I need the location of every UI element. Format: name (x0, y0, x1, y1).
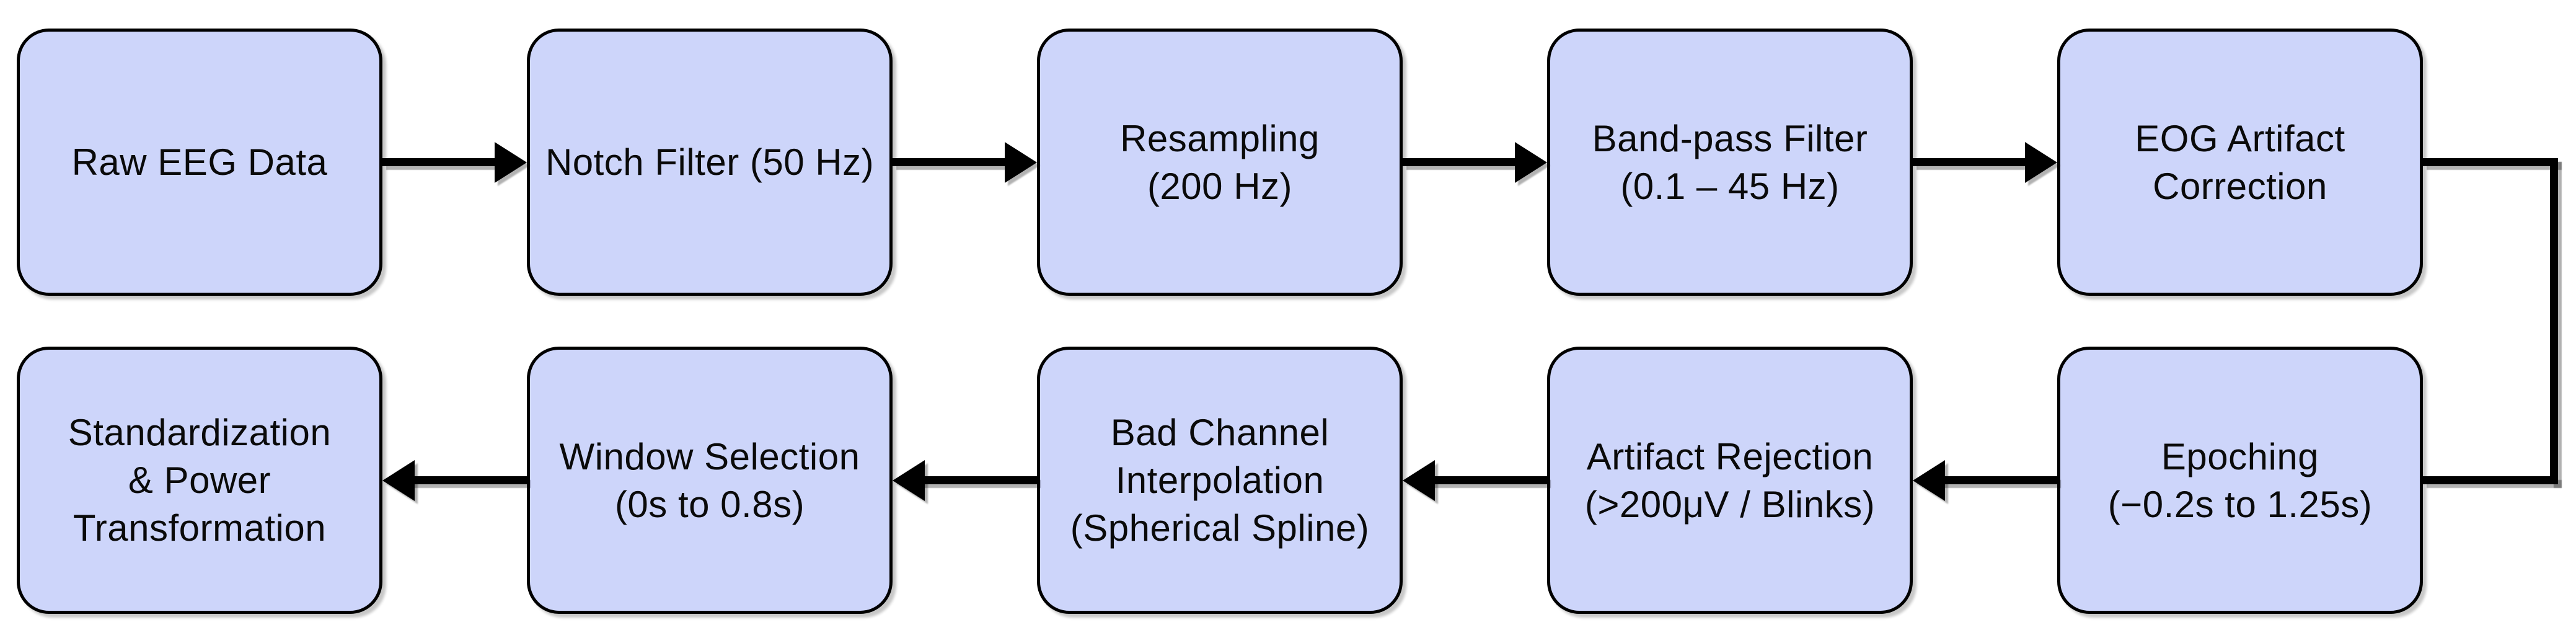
arrowhead-icon (1515, 141, 1547, 183)
arrow-shaft (1935, 476, 2057, 484)
node-label-line: Correction (2153, 165, 2327, 207)
node-label-line: Notch Filter (50 Hz) (545, 141, 875, 183)
node-label-window-selection: Window Selection (0s to 0.8s) (560, 433, 860, 528)
node-label-line: Epoching (2161, 435, 2319, 477)
arrow-epoching-to-artifact-rejection (1913, 459, 2057, 501)
arrow-raw-eeg-data-to-notch-filter (382, 141, 527, 183)
node-label-resampling: Resampling (200 Hz) (1120, 115, 1320, 210)
node-resampling: Resampling (200 Hz) (1037, 29, 1403, 296)
arrowhead-icon (893, 459, 925, 501)
arrow-band-pass-filter-to-eog-artifact-correction (1913, 141, 2057, 183)
arrow-shaft (1403, 158, 1525, 166)
arrow-resampling-to-band-pass-filter (1403, 141, 1547, 183)
node-label-line: Band-pass Filter (1592, 117, 1868, 159)
node-label-line: Resampling (1120, 117, 1320, 159)
arrow-artifact-rejection-to-bad-channel-interpolation (1403, 459, 1547, 501)
arrowhead-icon (1403, 459, 1435, 501)
arrow-shaft (1913, 158, 2035, 166)
node-label-line: Transformation (73, 507, 327, 549)
node-label-notch-filter: Notch Filter (50 Hz) (545, 138, 874, 186)
arrow-shaft (382, 158, 505, 166)
node-band-pass-filter: Band-pass Filter (0.1 – 45 Hz) (1547, 29, 1913, 296)
node-label-line: EOG Artifact (2135, 117, 2345, 159)
arrow-bad-channel-interpolation-to-window-selection (893, 459, 1037, 501)
arrow-window-selection-to-standardization-power-transformation (382, 459, 527, 501)
arrowhead-icon (1005, 141, 1037, 183)
node-label-line: (>200μV / Blinks) (1584, 483, 1876, 525)
node-label-line: Raw EEG Data (71, 141, 328, 183)
arrowhead-icon (382, 459, 415, 501)
node-label-epoching: Epoching (−0.2s to 1.25s) (2108, 433, 2373, 528)
node-label-artifact-rejection: Artifact Rejection (>200μV / Blinks) (1585, 433, 1875, 528)
arrowhead-icon (495, 141, 527, 183)
arrowhead-icon (2025, 141, 2057, 183)
connector-eog-artifact-correction-to-epoching-segment-3 (2423, 476, 2558, 484)
connector-eog-artifact-correction-to-epoching-segment-1 (2423, 158, 2558, 166)
arrow-shaft (893, 158, 1015, 166)
node-label-line: & Power (128, 459, 271, 501)
node-label-line: Window Selection (559, 435, 860, 477)
node-label-line: (0.1 – 45 Hz) (1620, 165, 1840, 207)
node-label-line: (−0.2s to 1.25s) (2107, 483, 2373, 525)
node-label-line: Standardization (68, 412, 332, 453)
connector-eog-artifact-correction-to-epoching-segment-2 (2550, 158, 2558, 484)
arrow-notch-filter-to-resampling (893, 141, 1037, 183)
arrow-shaft (1425, 476, 1547, 484)
node-raw-eeg-data: Raw EEG Data (17, 29, 382, 296)
arrow-shaft (405, 476, 527, 484)
node-artifact-rejection: Artifact Rejection (>200μV / Blinks) (1547, 347, 1913, 614)
node-label-line: (0s to 0.8s) (614, 483, 805, 525)
node-label-line: Bad Channel (1110, 412, 1330, 453)
node-notch-filter: Notch Filter (50 Hz) (527, 29, 893, 296)
node-label-line: (Spherical Spline) (1070, 507, 1370, 549)
node-label-line: (200 Hz) (1147, 165, 1293, 207)
arrowhead-icon (1913, 459, 1945, 501)
node-window-selection: Window Selection (0s to 0.8s) (527, 347, 893, 614)
node-epoching: Epoching (−0.2s to 1.25s) (2057, 347, 2423, 614)
node-label-line: Artifact Rejection (1586, 435, 1874, 477)
arrow-shaft (915, 476, 1037, 484)
node-label-band-pass-filter: Band-pass Filter (0.1 – 45 Hz) (1592, 115, 1868, 210)
node-label-raw-eeg-data: Raw EEG Data (72, 138, 328, 186)
node-label-line: Interpolation (1115, 459, 1325, 501)
